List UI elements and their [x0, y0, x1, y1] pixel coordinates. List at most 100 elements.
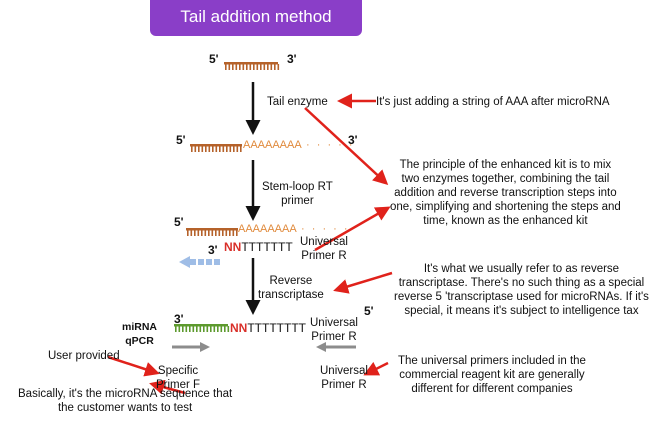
three-prime-label: 3' [287, 52, 297, 66]
mirna-strand-1-tooth [256, 64, 259, 70]
universal-primer-r-label: Universal Primer R [320, 365, 368, 391]
mirna-strand-1-tooth [235, 64, 238, 70]
qpcr-strand-tooth [227, 326, 230, 332]
universal-primer-r-label: Universal Primer R [300, 236, 348, 262]
mirna-strand-2 [190, 144, 242, 147]
mirna-strand-1 [224, 62, 278, 65]
poly-a-tail: AAAAAAAA [238, 223, 297, 235]
mirna-strand-2-tooth [240, 146, 242, 152]
red-arrow-enhanced-2 [314, 206, 391, 252]
mirna-strand-1-tooth [270, 64, 273, 70]
mirna-strand-1-tooth [249, 64, 252, 70]
mirna-strand-1-tooth [232, 64, 234, 70]
mirna-strand-1-tooth [274, 64, 276, 70]
qpcr-strand-tooth [189, 326, 191, 332]
mirna-strand-1-tooth [242, 64, 245, 70]
qpcr-strand-tooth [182, 326, 184, 332]
red-arrow-user [107, 355, 160, 377]
stem-loop-label: Stem-loop RT primer [262, 181, 333, 207]
qpcr-strand-tooth [199, 326, 202, 332]
mirna-strand-2-tooth [226, 146, 228, 152]
qpcr-strand-tooth [203, 326, 205, 332]
aaa-note: It's just adding a string of AAA after m… [376, 96, 610, 108]
mirna-strand-3-tooth [225, 230, 228, 236]
mirna-strand-2-tooth [198, 146, 200, 152]
user-provided-label: User provided [48, 350, 120, 362]
qpcr-strand-tooth [178, 326, 181, 332]
mirna-strand-1-tooth [239, 64, 241, 70]
blue-primer-arrow [179, 256, 220, 268]
five-prime-label: 5' [209, 52, 219, 66]
qpcr-strand-tooth [185, 326, 188, 332]
mirna-strand-3-tooth [190, 230, 193, 236]
qpcr-strand-tooth [175, 326, 177, 332]
red-arrow-rt [333, 271, 393, 294]
poly-a-tail: AAAAAAAA [243, 139, 302, 151]
enhanced-kit-note: The principle of the enhanced kit is to … [390, 159, 621, 227]
mirna-strand-2-tooth [208, 146, 211, 152]
red-arrow-enhanced-1 [304, 107, 389, 186]
mirna-strand-3-tooth [236, 230, 238, 236]
mirna-strand-3-tooth [201, 230, 203, 236]
mirna-strand-3-tooth [218, 230, 221, 236]
page-title: Tail addition method [150, 0, 362, 36]
mirna-strand-2-tooth [201, 146, 204, 152]
mirna-strand-1-tooth [225, 64, 227, 70]
mirna-strand-3-tooth [211, 230, 214, 236]
mirna-strand-2-tooth [222, 146, 225, 152]
gray-arrow-forward [172, 342, 210, 352]
universal-primer-r-label: Universal Primer R [310, 317, 358, 343]
qpcr-primer-sequence: NNTTTTTTTT [230, 321, 306, 335]
red-arrow-sequence [149, 379, 186, 395]
reverse-transcriptase-label: Reverse transcriptase [258, 275, 324, 301]
tail-enzyme-label: Tail enzyme [267, 96, 328, 108]
mirna-strand-1-tooth [246, 64, 248, 70]
sequence-note: Basically, it's the microRNA sequence th… [18, 388, 233, 414]
universal-primers-note: The universal primers included in the co… [398, 355, 586, 395]
mirna-strand-3-tooth [194, 230, 196, 236]
mirna-strand-1-tooth [277, 64, 280, 70]
five-prime-label: 5' [176, 133, 186, 147]
mirna-strand-3-tooth [215, 230, 217, 236]
qpcr-strand-tooth [217, 326, 219, 332]
mirna-strand-1-tooth [260, 64, 262, 70]
mirna-strand-2-tooth [236, 146, 239, 152]
three-prime-label: 3' [208, 243, 218, 257]
t-tail: TTTTTTTT [247, 321, 306, 335]
qpcr-strand-tooth [210, 326, 212, 332]
three-prime-label: 3' [348, 133, 358, 147]
five-prime-label: 5' [174, 215, 184, 229]
reverse-transcriptase-note: It's what we usually refer to as reverse… [394, 263, 649, 317]
qpcr-strand-tooth [196, 326, 198, 332]
qpcr-strand [174, 324, 228, 327]
qpcr-strand-tooth [206, 326, 209, 332]
rt-primer-sequence: NNTTTTTTT [224, 240, 293, 254]
mirna-strand-2-tooth [229, 146, 232, 152]
mirna-strand-2-tooth [215, 146, 218, 152]
qpcr-strand-tooth [192, 326, 195, 332]
mirna-strand-3-tooth [187, 230, 189, 236]
t-tail: TTTTTTT [241, 240, 293, 254]
mirna-strand-3-tooth [197, 230, 200, 236]
mirna-strand-1-tooth [253, 64, 255, 70]
mirna-strand-2-tooth [205, 146, 207, 152]
specific-primer-f-label: Specific Primer F [156, 365, 201, 391]
nn-bases: NN [230, 321, 248, 335]
gray-arrow-reverse [316, 342, 356, 352]
mirna-strand-1-tooth [267, 64, 269, 70]
qpcr-strand-tooth [213, 326, 216, 332]
red-arrow-universal [363, 361, 389, 376]
mirna-strand-2-tooth [194, 146, 197, 152]
mirna-strand-2-tooth [212, 146, 214, 152]
mirna-strand-2-tooth [219, 146, 221, 152]
mirna-strand-3-tooth [222, 230, 224, 236]
poly-a-dots: · · · · · [301, 223, 350, 235]
nn-bases: NN [224, 240, 242, 254]
mirna-strand-3-tooth [204, 230, 207, 236]
mirna-strand-3-tooth [232, 230, 235, 236]
mirna-strand-2-tooth [191, 146, 193, 152]
mirna-qpcr-label: miRNA qPCR [122, 321, 158, 347]
mirna-strand-2-tooth [233, 146, 235, 152]
qpcr-strand-tooth [224, 326, 226, 332]
